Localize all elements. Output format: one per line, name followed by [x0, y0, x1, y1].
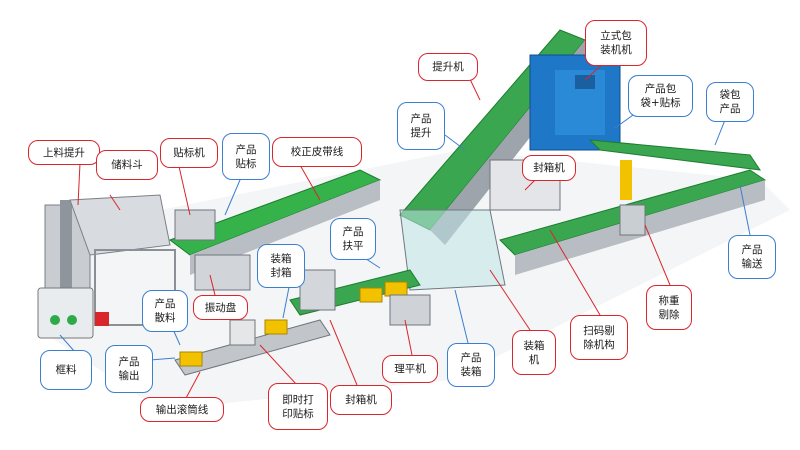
leader-line: [404, 319, 413, 356]
vibration-tray: [194, 254, 251, 291]
leader-line: [644, 224, 671, 286]
bin-mark: [50, 315, 60, 325]
leader-line: [177, 161, 191, 216]
callout-storage-hopper: 储料斗: [96, 150, 158, 180]
storage-hopper: [69, 194, 171, 256]
leader-line: [184, 371, 201, 401]
callout-loading-lift: 上料提升: [28, 140, 100, 165]
correction-belt-frame: [190, 180, 380, 275]
leader-line: [77, 162, 81, 206]
callout-bagged-product: 袋包 产品: [706, 82, 754, 122]
callout-sealing-machine: 封箱机: [522, 155, 576, 181]
product-box: [264, 319, 288, 335]
callout-product-output: 产品 输出: [105, 345, 153, 393]
callout-leveler: 理平机: [382, 355, 438, 383]
boxing-cell: [399, 209, 506, 291]
callout-product-boxing: 产品 装箱: [447, 343, 495, 387]
leader-line: [149, 357, 176, 361]
callout-vibration-tray: 振动盘: [193, 295, 248, 320]
callout-scan-reject: 扫码剔 除机构: [570, 315, 628, 360]
leader-line: [454, 289, 469, 344]
callout-bulk-product: 产品 散料: [142, 290, 188, 332]
bin-mark: [67, 315, 77, 325]
callout-product-convey: 产品 输送: [728, 235, 776, 279]
callout-weigh-reject: 称重 剔除: [646, 285, 692, 330]
leader-line: [224, 179, 241, 216]
leader-line: [549, 229, 601, 316]
leader-line: [444, 134, 466, 151]
bin-red-handle: [95, 312, 109, 326]
callout-output-roller: 输出滚筒线: [140, 397, 224, 422]
product-box: [359, 287, 383, 303]
leader-line: [209, 274, 216, 296]
leader-line: [489, 269, 531, 331]
product-box: [179, 351, 203, 367]
leveler-machine: [389, 294, 431, 326]
callout-instant-print: 即时打 印贴标: [268, 383, 328, 430]
print-label-unit: [229, 319, 256, 346]
leader-line: [299, 164, 321, 201]
callout-product-labeling: 产品 贴标: [222, 133, 270, 180]
leader-line: [59, 334, 76, 353]
case-sealer: [299, 269, 336, 311]
hopper-support: [94, 249, 176, 326]
leader-line: [282, 281, 291, 319]
leader-lines: [59, 61, 751, 401]
callout-boxing-sealing: 装箱 封箱: [257, 244, 305, 288]
leader-line: [739, 184, 751, 236]
callout-product-flatten: 产品 扶平: [330, 218, 376, 260]
leader-line: [109, 194, 121, 211]
callout-correction-belt: 校正皮带线: [272, 137, 362, 167]
packer-film-roll: [575, 75, 595, 89]
leader-line: [259, 344, 298, 386]
callout-product-bagging: 产品包 袋+贴标: [628, 75, 693, 117]
callout-case-sealer: 封箱机: [330, 385, 392, 415]
product-box: [384, 281, 408, 297]
leader-line: [329, 319, 358, 386]
bag-conveyor: [588, 139, 762, 171]
callout-lift-machine: 提升机: [418, 53, 478, 81]
callout-vertical-packer: 立式包 装机机: [585, 20, 647, 66]
callout-product-lift: 产品 提升: [397, 102, 445, 150]
callout-bin-material: 框料: [40, 350, 92, 390]
weighing-station: [619, 204, 646, 236]
leader-line: [714, 119, 726, 146]
material-bin: [37, 287, 94, 339]
yellow-pillar: [620, 160, 632, 200]
labeler-head: [174, 209, 216, 241]
callout-boxing-machine: 装箱 机: [512, 330, 556, 375]
callout-labeler: 贴标机: [160, 138, 218, 168]
